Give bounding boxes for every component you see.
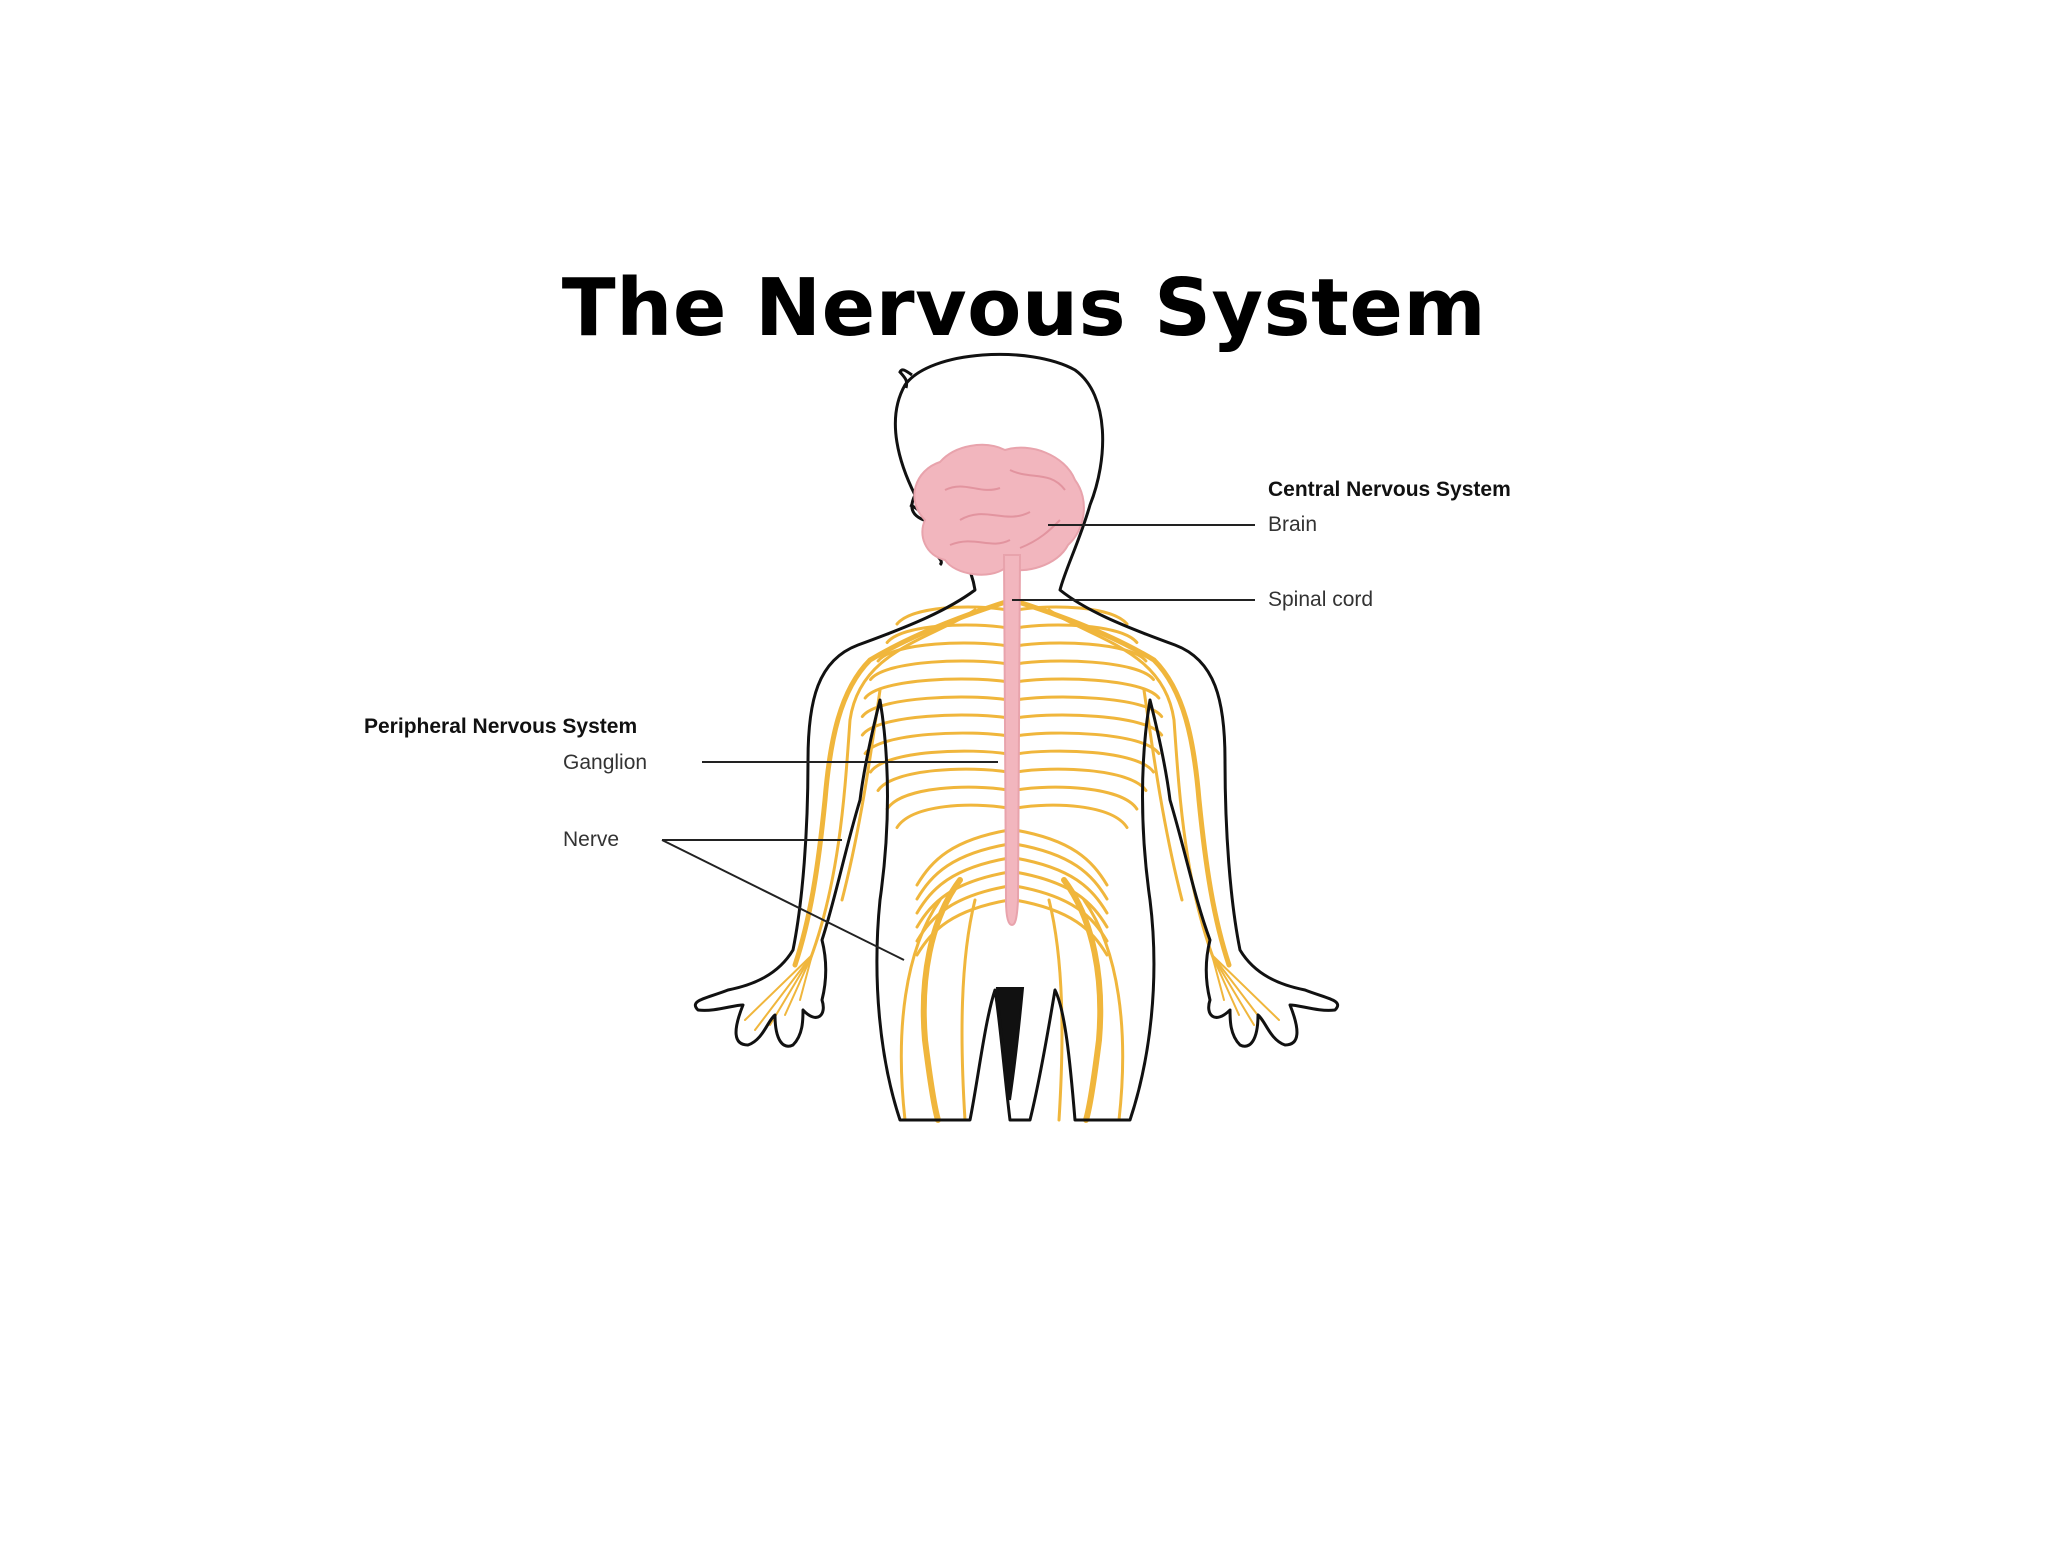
nerve-path [808, 608, 977, 962]
brain [913, 443, 1085, 576]
peripheral-nervous-system-heading: Peripheral Nervous System [364, 715, 638, 738]
nerve-path [1013, 856, 1109, 915]
nerve-path [1014, 695, 1164, 718]
nerve-path [915, 856, 1011, 915]
peripheral-nerves [744, 597, 1280, 1123]
nerve-path [1013, 828, 1109, 887]
nerve-path [1014, 731, 1161, 755]
nerve-path [1061, 877, 1104, 1123]
brain-label: Brain [1268, 513, 1318, 536]
nerve-path [792, 597, 1015, 968]
brain-folds [944, 469, 1066, 549]
nerve-path [863, 731, 1010, 755]
nerve-path [1082, 898, 1125, 1122]
nerve-path [899, 898, 942, 1122]
nerve-path [744, 954, 813, 1021]
nerve-path [1014, 713, 1164, 737]
nerve-path [863, 677, 1010, 700]
nerve-path [885, 785, 1010, 811]
nerve-path [1047, 898, 1064, 1122]
nerve-path [860, 713, 1010, 737]
leader-lines [661, 524, 1255, 961]
nerve-path [799, 954, 813, 1001]
nerve-path [784, 954, 813, 1016]
nerve-path [876, 641, 1010, 663]
nerve-path [769, 954, 813, 1026]
nerve-path [1211, 954, 1240, 1016]
nerve-path [1014, 785, 1139, 811]
body-outline [694, 352, 1339, 1122]
nerve-path [1014, 749, 1155, 774]
spinal-cord [1002, 554, 1022, 927]
nerve-path [754, 954, 813, 1031]
nerve-path [1014, 605, 1129, 626]
slide-title: The Nervous System [561, 262, 1487, 354]
nerve-path [960, 898, 977, 1122]
ganglion-label: Ganglion [563, 751, 648, 774]
nerve-path [1211, 954, 1280, 1021]
nerve-path [1142, 688, 1184, 902]
nerve-path [1013, 842, 1109, 901]
nerve-path [1014, 641, 1148, 663]
nerve-path [895, 803, 1010, 829]
nerve-path [1014, 677, 1161, 700]
nerve-path [1013, 898, 1109, 957]
nerve-path [860, 695, 1010, 718]
nerve-path [1014, 767, 1148, 792]
nerve-path [915, 842, 1011, 901]
nerve-path [876, 767, 1010, 792]
nerve-path [869, 659, 1010, 681]
nerve-path [915, 828, 1011, 887]
central-nervous-system-heading: Central Nervous System [1268, 478, 1511, 501]
nerve-path [1211, 954, 1255, 1026]
nerve-path [1014, 659, 1155, 681]
nerve-label: Nerve [563, 828, 620, 851]
nerve-leader-line-leg [661, 839, 905, 961]
nerve-path [869, 749, 1010, 774]
nerve-path [920, 877, 963, 1123]
nerve-path [1009, 597, 1232, 968]
nerve-path [1211, 954, 1225, 1001]
nerve-path [1014, 803, 1129, 829]
nerve-path [915, 898, 1011, 957]
groin-line [995, 987, 1025, 1101]
spinal-cord-label: Spinal cord [1268, 588, 1374, 611]
